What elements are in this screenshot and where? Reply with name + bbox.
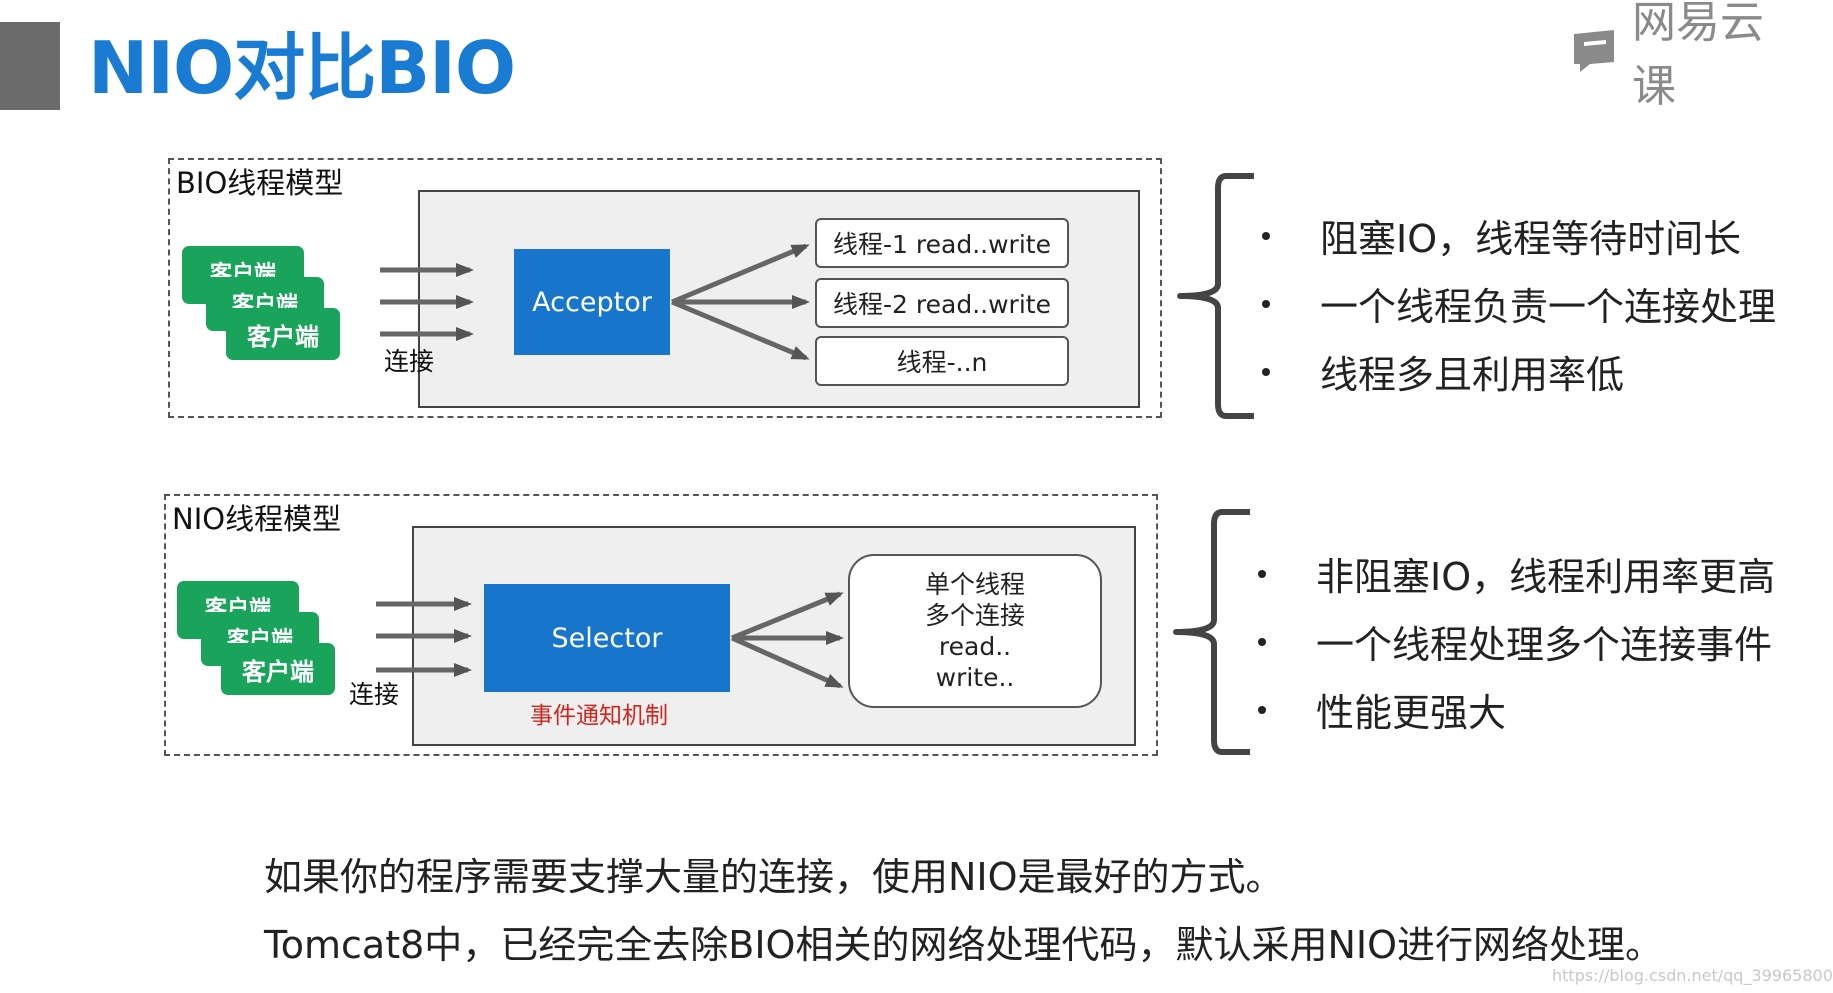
- title-accent-bar: [0, 22, 60, 110]
- brand-logo: 网易云课: [1570, 0, 1805, 112]
- bio-thread-arrows: [671, 243, 810, 361]
- nio-panel: [164, 494, 1158, 756]
- bio-connect-label: 连接: [384, 347, 435, 376]
- bio-brace: [1177, 173, 1254, 419]
- bullet-dot: [1258, 569, 1266, 578]
- page-title: NIO对比BIO: [88, 26, 516, 110]
- nio-point: 非阻塞IO，线程利用率更高: [1258, 546, 1775, 601]
- nio-point: 一个线程处理多个连接事件: [1258, 614, 1772, 669]
- bullet-dot: [1262, 231, 1270, 240]
- footer-line-1: 如果你的程序需要支撑大量的连接，使用NIO是最好的方式。: [264, 855, 1284, 899]
- bullet-dot: [1262, 367, 1270, 376]
- nio-connect-arrows: [376, 597, 472, 677]
- nio-thread-line: write..: [935, 663, 1015, 692]
- logo-icon: [1574, 30, 1614, 72]
- bullet-dot: [1258, 637, 1266, 646]
- bio-thread-1: 线程-1 read..write: [815, 218, 1069, 268]
- nio-point: 性能更强大: [1258, 682, 1506, 737]
- nio-point-text: 性能更强大: [1316, 691, 1507, 735]
- nio-single-thread-box: 单个线程 多个连接 read.. write..: [848, 554, 1102, 708]
- bio-point-text: 阻塞IO，线程等待时间长: [1320, 217, 1742, 261]
- logo-text: 网易云课: [1632, 0, 1764, 112]
- nio-thread-line: 单个线程: [924, 570, 1025, 599]
- nio-brace: [1173, 509, 1250, 755]
- bio-point-text: 线程多且利用率低: [1320, 353, 1625, 397]
- nio-point-text: 非阻塞IO，线程利用率更高: [1316, 555, 1776, 599]
- bio-client-front: 客户端: [226, 308, 340, 360]
- bio-connect-arrows: [380, 263, 474, 341]
- nio-connect-label: 连接: [349, 680, 400, 709]
- watermark: https://blog.csdn.net/qq_39965800: [1552, 966, 1833, 985]
- footer-line-2: Tomcat8中，已经完全去除BIO相关的网络处理代码，默认采用NIO进行网络处…: [264, 923, 1664, 967]
- nio-client-front: 客户端: [221, 643, 335, 695]
- bullet-dot: [1262, 299, 1270, 308]
- bio-point-text: 一个线程负责一个连接处理: [1320, 285, 1777, 329]
- bio-point: 一个线程负责一个连接处理: [1262, 276, 1776, 331]
- acceptor-box: Acceptor: [514, 249, 670, 355]
- nio-thread-arrows: [730, 591, 844, 689]
- nio-thread-line: 多个连接: [924, 601, 1025, 630]
- nio-thread-line: read..: [938, 632, 1012, 661]
- bio-panel: [168, 158, 1162, 418]
- bio-thread-2: 线程-2 read..write: [815, 278, 1069, 328]
- bio-point: 线程多且利用率低: [1262, 344, 1624, 399]
- event-notification-label: 事件通知机制: [530, 703, 668, 729]
- bio-panel-label: BIO线程模型: [176, 166, 344, 200]
- nio-panel-label: NIO线程模型: [172, 502, 342, 536]
- nio-point-text: 一个线程处理多个连接事件: [1316, 623, 1773, 667]
- selector-box: Selector: [484, 584, 730, 692]
- bullet-dot: [1258, 705, 1266, 714]
- bio-thread-n: 线程-..n: [815, 336, 1069, 386]
- bio-point: 阻塞IO，线程等待时间长: [1262, 208, 1741, 263]
